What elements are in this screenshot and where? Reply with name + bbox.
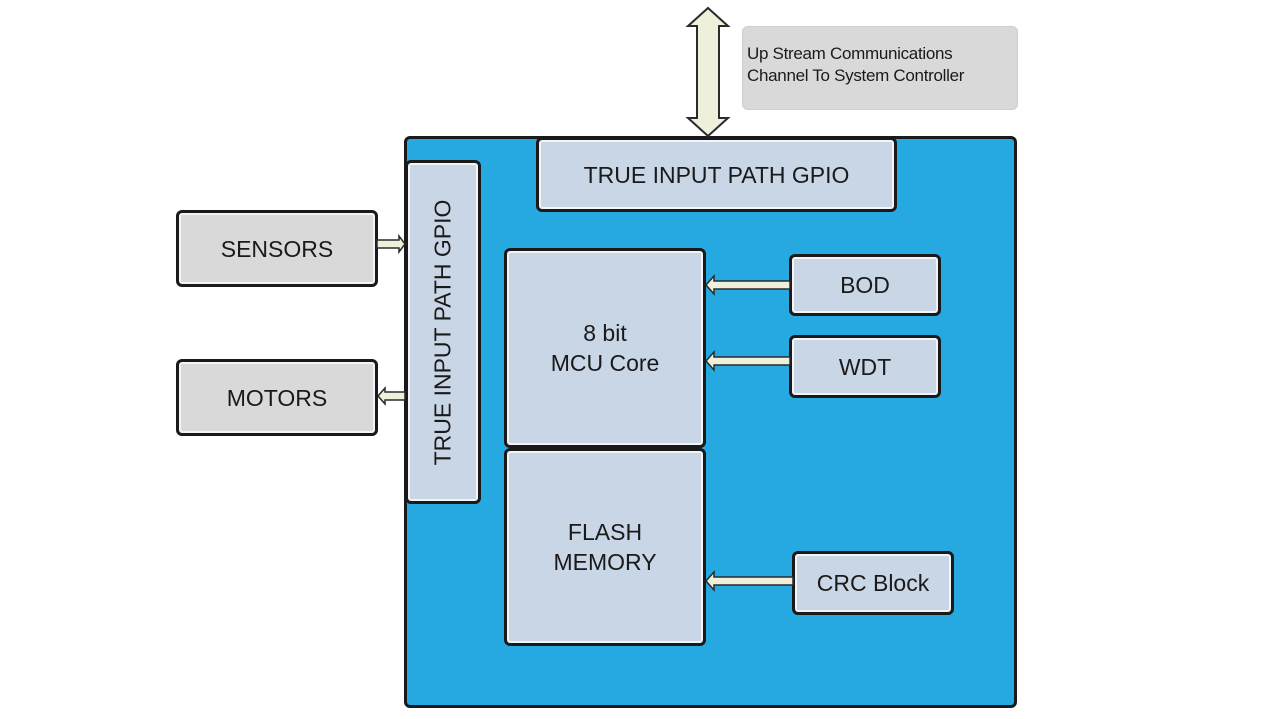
crc-to-flash-arrow <box>704 570 794 592</box>
mcu-core-label: 8 bit MCU Core <box>550 320 660 376</box>
bod-block: BOD <box>789 254 941 316</box>
upstream-channel-note: Up Stream Communications Channel To Syst… <box>742 26 1018 110</box>
wdt-to-core-arrow <box>704 350 791 372</box>
gpio-top-block: TRUE INPUT PATH GPIO <box>536 137 897 212</box>
gpio-to-motors-arrow <box>377 386 406 406</box>
mcu-core-block: 8 bit MCU Core <box>504 248 706 448</box>
flash-memory-label: FLASH MEMORY <box>553 519 657 575</box>
sensors-to-gpio-arrow <box>376 233 406 255</box>
motors-block: MOTORS <box>176 359 378 436</box>
crc-block: CRC Block <box>792 551 954 615</box>
wdt-block: WDT <box>789 335 941 398</box>
gpio-left-block: TRUE INPUT PATH GPIO <box>405 160 481 504</box>
wdt-label: WDT <box>838 353 892 380</box>
crc-label: CRC Block <box>816 570 930 596</box>
upstream-bidirectional-arrow <box>685 6 731 138</box>
sensors-block: SENSORS <box>176 210 378 287</box>
flash-memory-block: FLASH MEMORY <box>504 448 706 646</box>
bod-to-core-arrow <box>704 274 791 296</box>
gpio-top-label: TRUE INPUT PATH GPIO <box>583 161 850 188</box>
motors-label: MOTORS <box>226 384 328 411</box>
sensors-label: SENSORS <box>220 235 334 262</box>
bod-label: BOD <box>840 272 890 298</box>
